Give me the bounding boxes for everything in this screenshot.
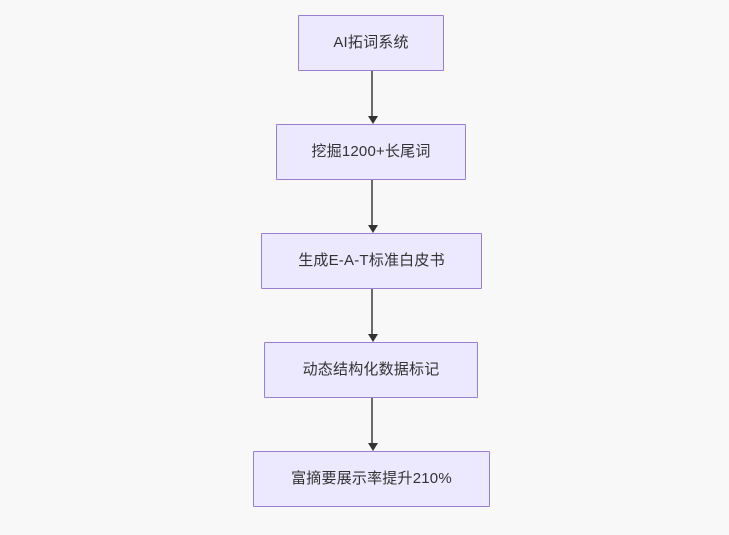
edge-line [371,398,373,444]
flow-node-generate-eat-whitepaper[interactable]: 生成E-A-T标准白皮书 [261,233,482,289]
flow-node-label: AI拓词系统 [333,34,409,51]
arrow-head-icon [367,116,378,124]
edge-line [371,289,373,335]
flow-node-ai-keyword-system[interactable]: AI拓词系统 [298,15,444,71]
flow-node-label: 富摘要展示率提升210% [291,470,452,487]
edge-line [371,71,373,117]
flow-node-label: 挖掘1200+长尾词 [311,143,431,160]
arrow-head-icon [367,443,378,451]
flow-node-mine-longtail-keywords[interactable]: 挖掘1200+长尾词 [276,124,466,180]
arrow-head-icon [367,334,378,342]
flow-node-label: 动态结构化数据标记 [302,361,440,378]
flow-node-dynamic-structured-data-markup[interactable]: 动态结构化数据标记 [264,342,478,398]
flow-node-label: 生成E-A-T标准白皮书 [298,252,445,269]
arrow-head-icon [367,225,378,233]
flow-node-rich-snippet-rate-increase[interactable]: 富摘要展示率提升210% [253,451,490,507]
edge-line [371,180,373,226]
